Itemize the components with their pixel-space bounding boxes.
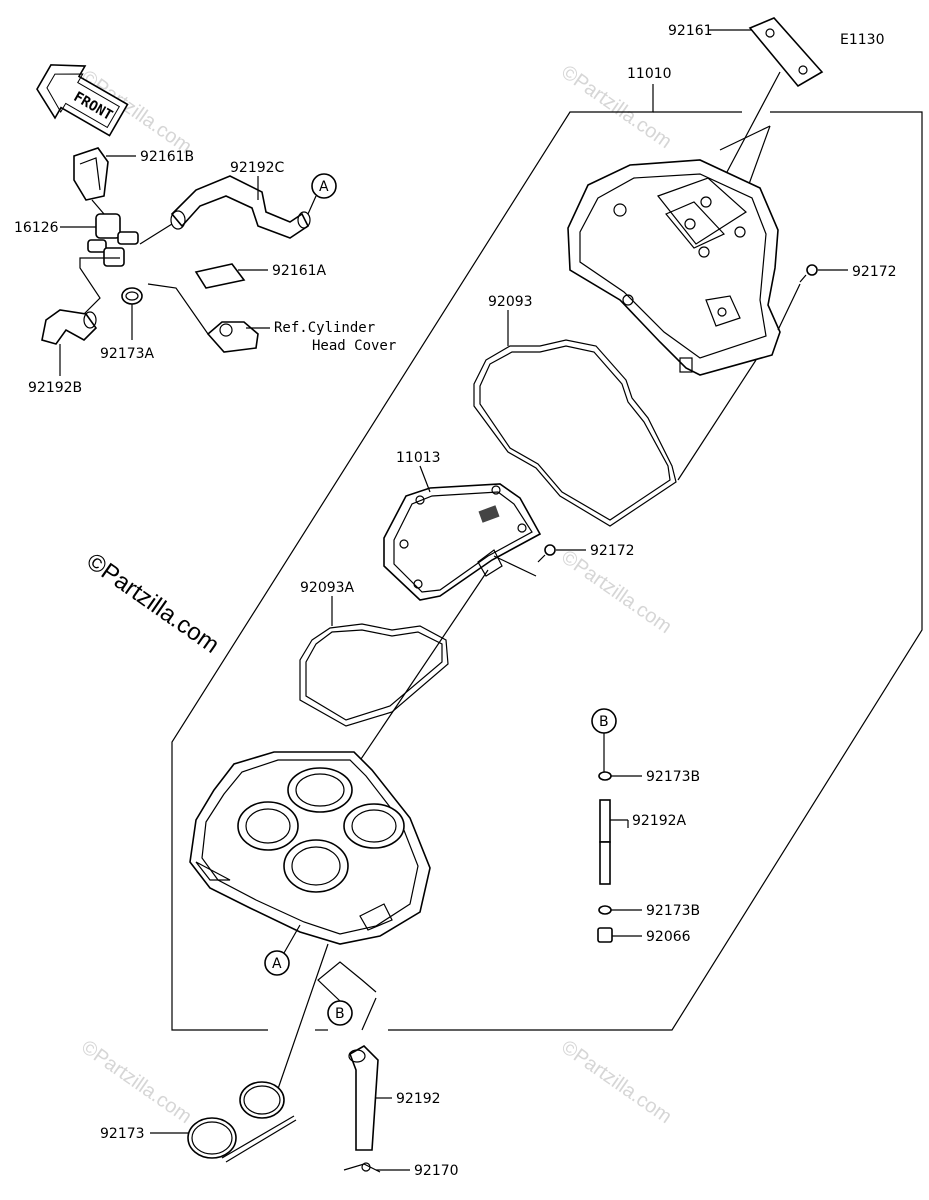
watermark-3: ©Partzilla.com xyxy=(557,546,675,638)
callout-92173[interactable]: 92173 xyxy=(100,1126,145,1142)
assembly-outline xyxy=(171,84,923,1031)
watermark-5: ©Partzilla.com xyxy=(557,1036,675,1128)
callout-92093A[interactable]: 92093A xyxy=(300,580,355,596)
callout-92170[interactable]: 92170 xyxy=(414,1163,459,1179)
part-11010-upper-housing[interactable] xyxy=(567,159,781,376)
front-arrow-icon: FRONT xyxy=(36,64,129,137)
callout-92173A[interactable]: 92173A xyxy=(100,346,155,362)
callout-92172-lower[interactable]: 92172 xyxy=(590,543,635,559)
ref-circle-a-top: A xyxy=(311,173,337,199)
part-11013-air-filter[interactable] xyxy=(383,483,542,601)
part-92192C-hose[interactable] xyxy=(170,175,311,239)
part-cylinder-head-fitting xyxy=(206,321,259,353)
callout-92192C[interactable]: 92192C xyxy=(230,160,285,176)
callout-92173B-upper[interactable]: 92173B xyxy=(646,769,700,785)
part-92192-hose[interactable] xyxy=(348,1045,379,1151)
part-92161A-pad[interactable] xyxy=(194,263,246,289)
ref-cylinder-label: Ref.Cylinder xyxy=(274,320,375,336)
part-92066-cap[interactable] xyxy=(597,927,613,943)
callout-92066[interactable]: 92066 xyxy=(646,929,691,945)
ref-head-cover-label: Head Cover xyxy=(312,338,396,354)
callout-11010[interactable]: 11010 xyxy=(627,66,672,82)
ref-a-bottom-label: A xyxy=(272,956,282,972)
ref-circle-b-bottom: B xyxy=(327,1000,353,1026)
callout-11013[interactable]: 11013 xyxy=(396,450,441,466)
callout-92161[interactable]: 92161 xyxy=(668,23,713,39)
part-92093-gasket[interactable] xyxy=(473,339,677,527)
copyright-text: ©Partzilla.com xyxy=(82,548,225,659)
part-92161B-cover[interactable] xyxy=(73,147,109,201)
part-92173A-clamp[interactable] xyxy=(121,287,143,305)
watermark-4: ©Partzilla.com xyxy=(77,1036,195,1128)
diagram-code: E1130 xyxy=(840,32,884,48)
part-16126-valve[interactable] xyxy=(87,213,139,267)
callout-92161A[interactable]: 92161A xyxy=(272,263,327,279)
part-92173B-clamp-lower[interactable] xyxy=(598,905,612,915)
part-92192A-hose[interactable] xyxy=(599,799,611,885)
callout-92173B-lower[interactable]: 92173B xyxy=(646,903,700,919)
callout-92172-upper[interactable]: 92172 xyxy=(852,264,897,280)
ref-circle-a-bottom: A xyxy=(264,950,290,976)
callout-92192A[interactable]: 92192A xyxy=(632,813,687,829)
part-92093A-gasket[interactable] xyxy=(299,623,449,727)
ref-circle-b-right: B xyxy=(591,708,617,734)
callout-92192[interactable]: 92192 xyxy=(396,1091,441,1107)
part-92192B-hose[interactable] xyxy=(41,309,98,345)
callout-92192B[interactable]: 92192B xyxy=(28,380,82,396)
part-92161-pad[interactable] xyxy=(748,17,824,88)
part-lower-housing[interactable] xyxy=(189,751,431,945)
part-92170-clip[interactable] xyxy=(343,1162,381,1173)
callout-16126[interactable]: 16126 xyxy=(14,220,59,236)
callout-92093[interactable]: 92093 xyxy=(488,294,533,310)
part-92172-screw-lower[interactable] xyxy=(537,544,556,563)
ref-a-top-label: A xyxy=(319,179,329,195)
part-92173B-clamp-upper[interactable] xyxy=(598,771,612,781)
part-92172-screw-upper[interactable] xyxy=(799,264,818,283)
part-92173-clamps[interactable] xyxy=(187,1081,297,1163)
callout-92161B[interactable]: 92161B xyxy=(140,149,194,165)
ref-b-right-label: B xyxy=(599,714,609,730)
ref-b-bottom-label: B xyxy=(335,1006,345,1022)
